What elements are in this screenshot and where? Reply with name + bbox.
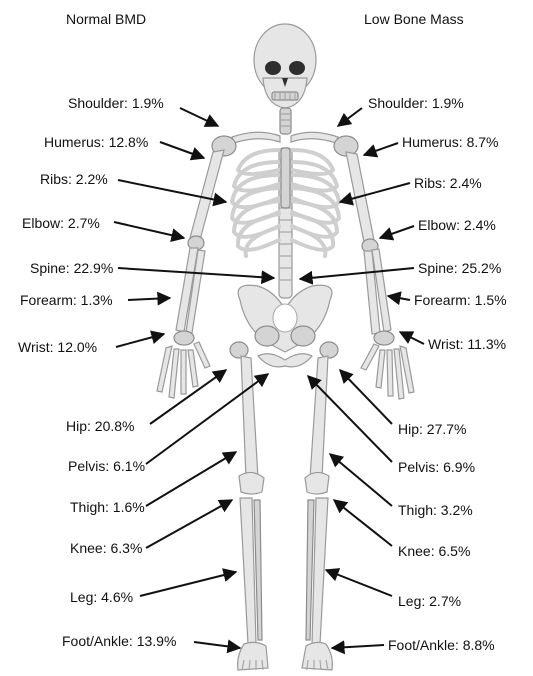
label-right-humerus: Humerus: 8.7%: [402, 134, 498, 150]
arrow-left-humerus: [160, 142, 204, 158]
label-right-elbow: Elbow: 2.4%: [418, 217, 496, 233]
label-left-pelvis: Pelvis: 6.1%: [68, 458, 145, 474]
label-right-hip: Hip: 27.7%: [398, 421, 466, 437]
right-thigh: [305, 342, 338, 494]
arrow-right-foot-ankle: [332, 645, 384, 648]
label-left-foot-ankle: Foot/Ankle: 13.9%: [62, 633, 176, 649]
label-left-elbow: Elbow: 2.7%: [22, 215, 100, 231]
arrow-right-spine: [300, 268, 414, 279]
label-left-spine: Spine: 22.9%: [30, 260, 113, 276]
arrow-right-elbow: [380, 226, 414, 238]
arrow-right-knee: [334, 500, 392, 546]
right-lower-leg: [306, 498, 328, 644]
label-right-ribs: Ribs: 2.4%: [414, 175, 482, 191]
right-foot: [302, 642, 332, 670]
arrow-left-wrist: [116, 334, 164, 347]
arrow-right-wrist: [400, 332, 424, 344]
label-right-leg: Leg: 2.7%: [398, 593, 461, 609]
label-left-leg: Leg: 4.6%: [70, 589, 133, 605]
arrow-left-foot-ankle: [194, 642, 240, 648]
arrow-right-leg: [326, 570, 392, 596]
label-left-humerus: Humerus: 12.8%: [44, 134, 148, 150]
left-hand: [157, 342, 210, 398]
label-right-pelvis: Pelvis: 6.9%: [398, 459, 475, 475]
left-labels: Shoulder: 1.9% Humerus: 12.8% Ribs: 2.2%…: [18, 95, 176, 649]
left-thigh: [230, 342, 264, 494]
arrow-left-leg: [140, 572, 236, 596]
label-right-knee: Knee: 6.5%: [398, 543, 470, 559]
arrow-right-thigh: [330, 454, 392, 506]
arrow-right-shoulder: [338, 108, 362, 126]
arrow-right-forearm: [388, 296, 410, 300]
header-low-bone-mass: Low Bone Mass: [364, 11, 464, 27]
arrow-left-shoulder: [180, 108, 218, 126]
label-left-thigh: Thigh: 1.6%: [70, 499, 145, 515]
label-right-forearm: Forearm: 1.5%: [414, 292, 507, 308]
header-normal-bmd: Normal BMD: [66, 11, 146, 27]
label-left-ribs: Ribs: 2.2%: [40, 171, 108, 187]
label-right-foot-ankle: Foot/Ankle: 8.8%: [388, 637, 495, 653]
right-hand: [361, 344, 414, 399]
label-right-thigh: Thigh: 3.2%: [398, 502, 473, 518]
label-left-knee: Knee: 6.3%: [70, 540, 142, 556]
label-left-wrist: Wrist: 12.0%: [18, 339, 97, 355]
label-right-shoulder: Shoulder: 1.9%: [368, 95, 464, 111]
label-left-hip: Hip: 20.8%: [66, 418, 134, 434]
skeleton-illustration: [157, 24, 414, 670]
arrow-left-thigh: [146, 452, 236, 506]
arrow-left-knee: [146, 500, 232, 548]
arrow-left-elbow: [114, 222, 184, 238]
label-right-wrist: Wrist: 11.3%: [428, 336, 506, 352]
label-right-spine: Spine: 25.2%: [418, 260, 501, 276]
left-arm: [174, 150, 224, 345]
label-left-shoulder: Shoulder: 1.9%: [68, 95, 164, 111]
label-left-forearm: Forearm: 1.3%: [20, 292, 113, 308]
right-arm: [346, 152, 394, 345]
arrow-right-humerus: [364, 143, 398, 155]
arrow-right-ribs: [340, 183, 410, 202]
left-foot: [238, 642, 268, 670]
left-lower-leg: [240, 498, 262, 644]
skull: [254, 24, 316, 108]
arrow-left-forearm: [128, 298, 170, 300]
